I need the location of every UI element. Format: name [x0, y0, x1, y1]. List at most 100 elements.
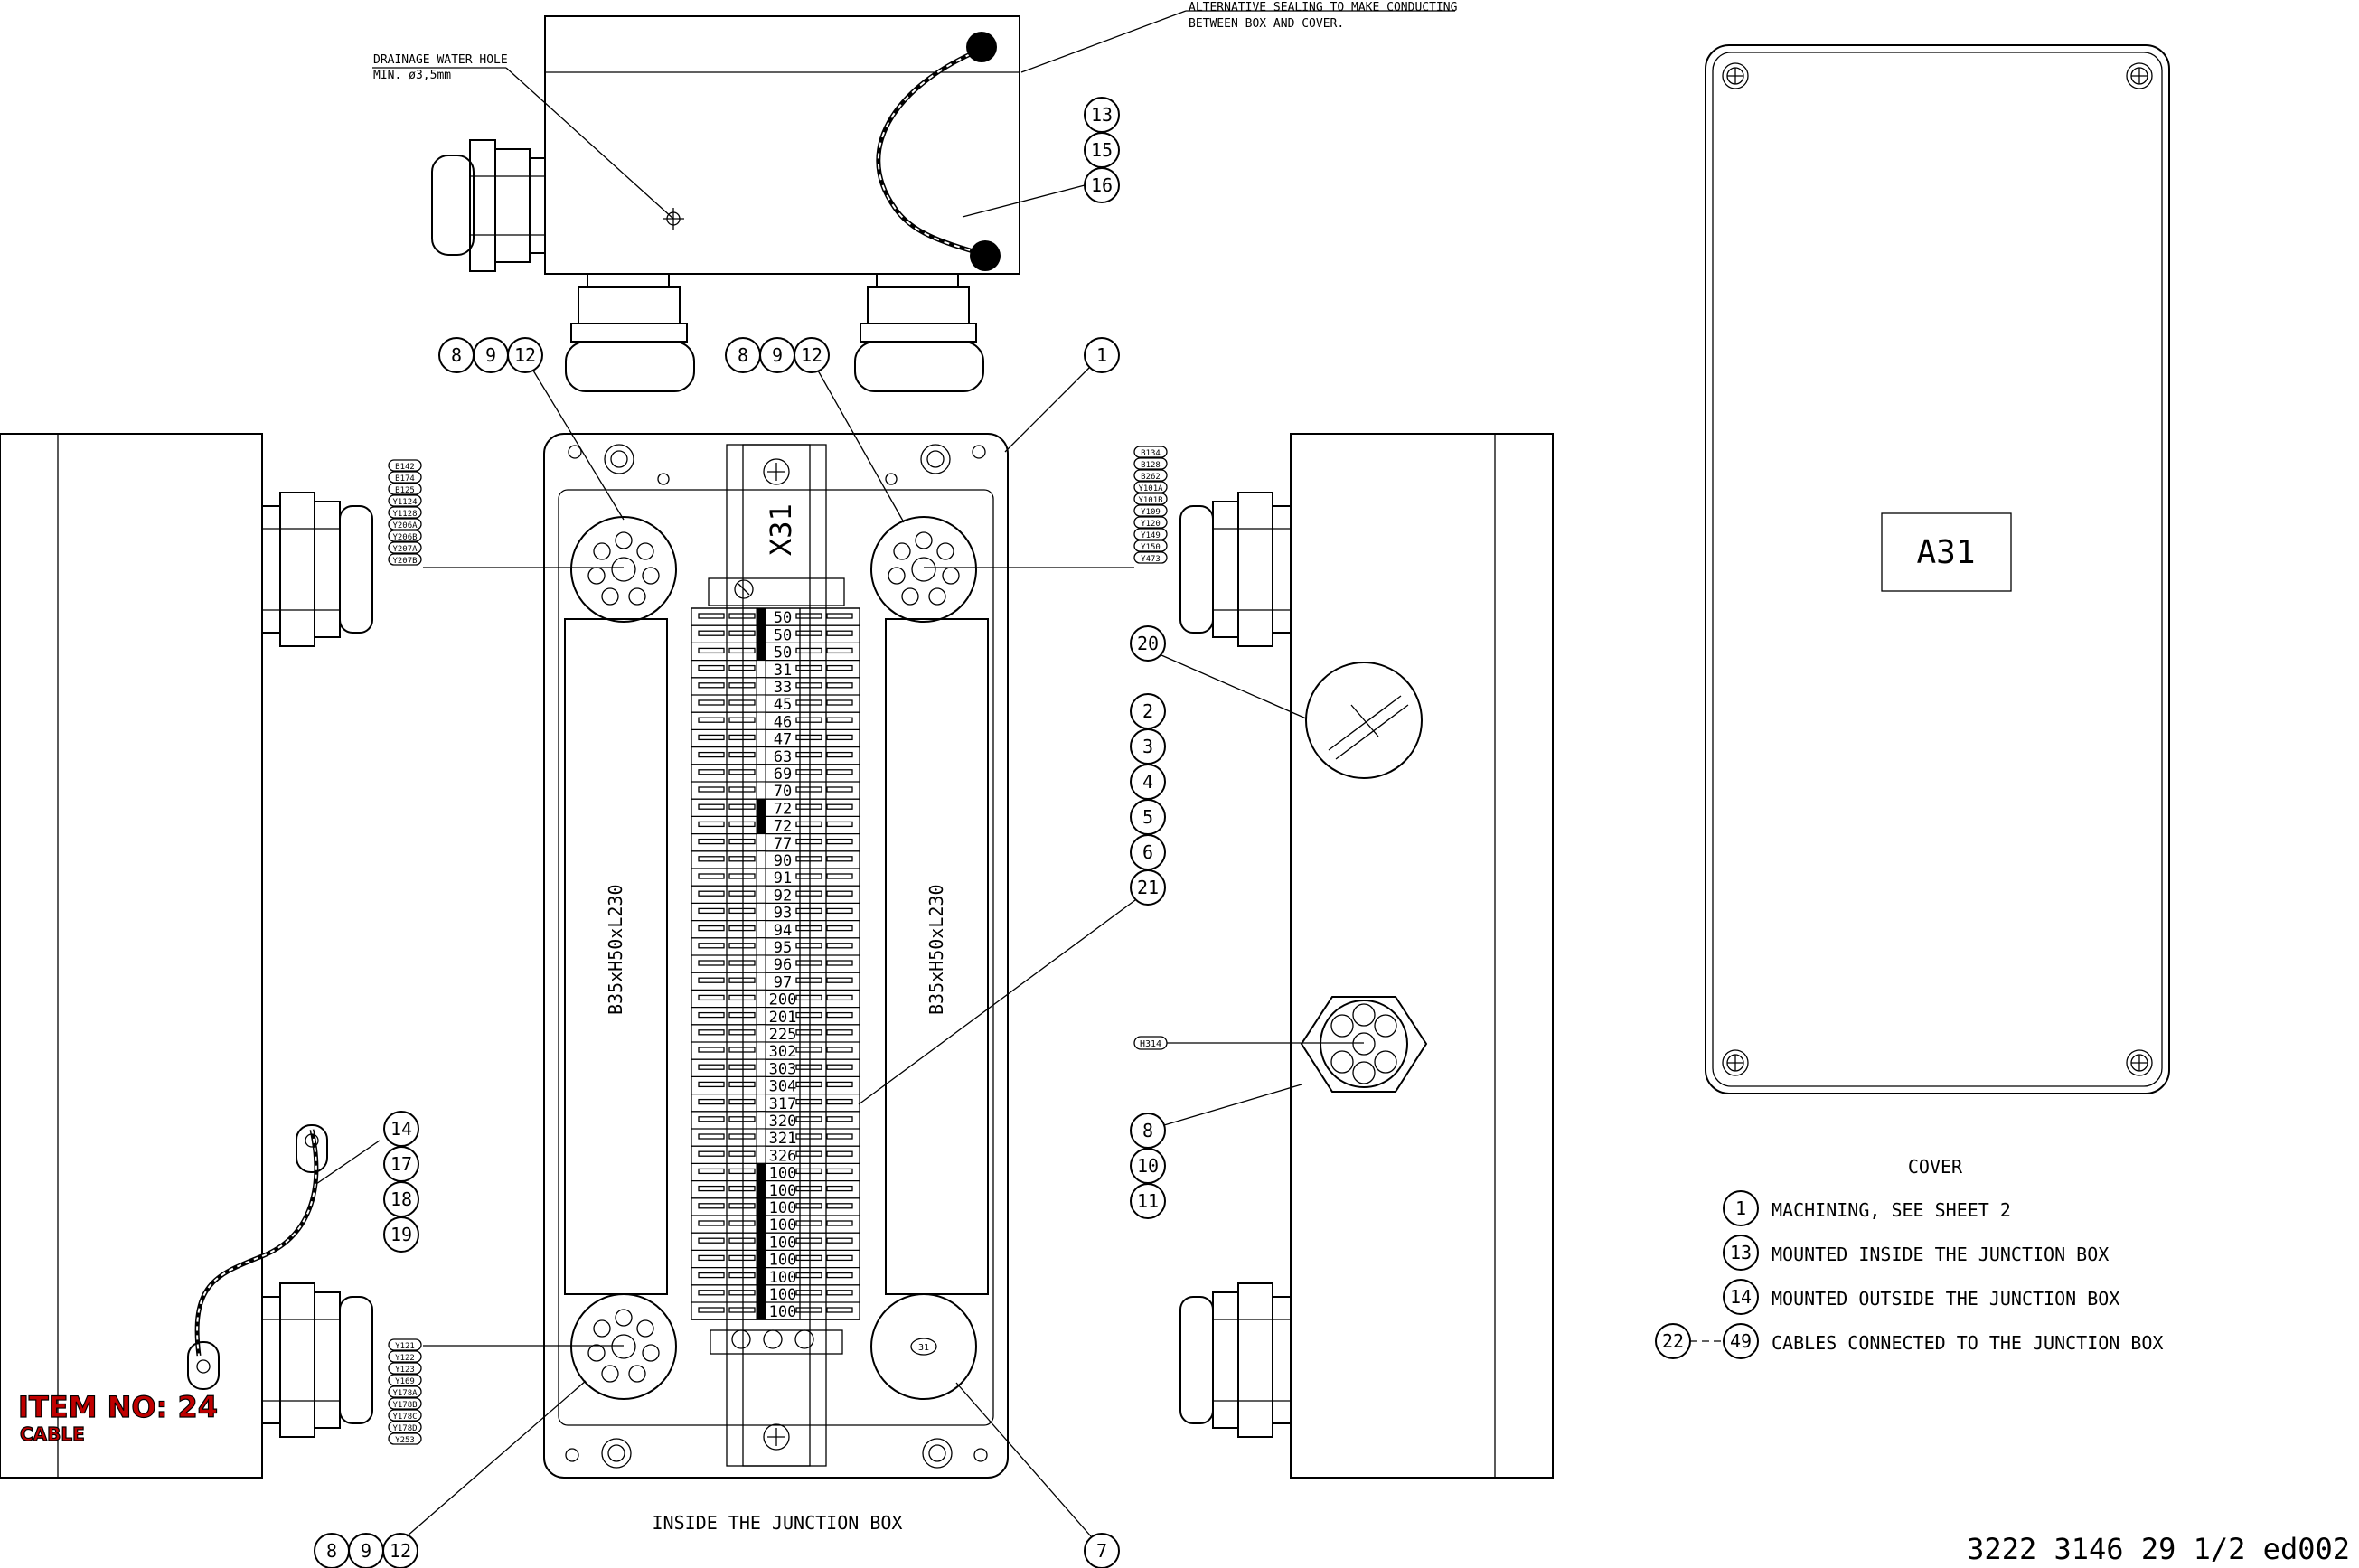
terminal-number: 70 [774, 783, 792, 801]
cable-tag-text: Y207A [392, 545, 418, 554]
cable-tag: Y149 [1133, 528, 1168, 540]
terminal-number: 50 [774, 609, 792, 627]
terminal-number: 100 [769, 1286, 797, 1304]
terminal-row: 100 [691, 1301, 860, 1321]
cable-tag-text: Y122 [395, 1354, 415, 1363]
cable-tag-text: Y178B [392, 1401, 417, 1410]
cable-tag: B262 [1133, 469, 1168, 482]
terminal-row: 225 [691, 1024, 860, 1044]
cover-view: A31 [1705, 44, 2170, 1094]
terminal-number: 96 [774, 956, 792, 974]
terminal-row: 31 [691, 659, 860, 680]
cable-tag: Y120 [1133, 516, 1168, 529]
svg-text:20: 20 [1137, 633, 1159, 654]
document-number: 3222 3146 29 1/2 ed002 [1967, 1532, 2350, 1566]
terminal-row: 304 [691, 1075, 860, 1096]
cable-duct-left: B35xH50xL230 [564, 618, 668, 1295]
drainage-note-line1: DRAINAGE WATER HOLE [373, 53, 508, 67]
svg-text:3: 3 [1142, 736, 1153, 757]
terminal-number: 33 [774, 679, 792, 697]
legend-row-13-num: 13 [1730, 1242, 1752, 1263]
cover-screw-bl [1722, 1049, 1749, 1076]
cable-tag: Y178A [388, 1385, 422, 1398]
terminal-number: 90 [774, 852, 792, 870]
balloon-7: 7 [1084, 1533, 1120, 1568]
terminal-number: 100 [769, 1252, 797, 1270]
terminal-row: 100 [691, 1266, 860, 1287]
terminal-number: 92 [774, 887, 792, 905]
terminal-number: 100 [769, 1165, 797, 1183]
terminal-strip: 5050503133454647636970727277909192939495… [691, 607, 860, 1321]
cable-tag: B128 [1133, 457, 1168, 470]
cable-tag: Y253 [388, 1432, 422, 1445]
terminal-row: 72 [691, 815, 860, 836]
legend-row-1: 1 MACHINING, SEE SHEET 2 [1723, 1190, 2011, 1226]
legend-row-14: 14 MOUNTED OUTSIDE THE JUNCTION BOX [1723, 1279, 2119, 1315]
cover-screw-tl [1722, 62, 1749, 89]
svg-text:8: 8 [451, 344, 462, 366]
cable-tag: Y169 [388, 1374, 422, 1386]
cable-tag: Y101A [1133, 481, 1168, 493]
cable-tag-text: Y206B [392, 533, 417, 542]
terminal-row: 94 [691, 919, 860, 940]
cable-tag-text: Y1128 [392, 510, 417, 519]
terminal-row: 90 [691, 850, 860, 870]
terminal-row: 72 [691, 798, 860, 818]
cable-tag-text: Y121 [395, 1342, 415, 1351]
terminal-number: 303 [769, 1060, 797, 1078]
cable-duct-left-label: B35xH50xL230 [605, 885, 626, 1016]
svg-text:9: 9 [361, 1540, 371, 1562]
left-view-gland-top [261, 492, 373, 647]
front-inside-view: X31 B35xH50xL230 B35xH50xL230 5050503133… [314, 337, 1166, 1568]
legend-range-from: 22 [1662, 1330, 1684, 1352]
cable-tag: Y1128 [388, 506, 422, 519]
terminal-row: 77 [691, 832, 860, 853]
terminal-number: 45 [774, 696, 792, 714]
left-view-gland-bottom [261, 1282, 373, 1438]
svg-text:H314: H314 [1140, 1039, 1161, 1049]
balloon-group-bottom-left: 8 9 12 [314, 1533, 418, 1568]
terminal-row: 302 [691, 1041, 860, 1061]
legend: COVER 1 MACHINING, SEE SHEET 2 13 MOUNTE… [1655, 1156, 2163, 1359]
cable-tag: Y123 [388, 1362, 422, 1375]
cable-tag: Y178C [388, 1409, 422, 1422]
cable-tag-text: B262 [1141, 473, 1161, 482]
svg-text:18: 18 [390, 1188, 412, 1210]
balloon-group-top-middle: 8 9 12 [725, 337, 830, 373]
cable-tag-text: Y101A [1138, 484, 1163, 493]
terminal-row: 70 [691, 781, 860, 801]
balloon-3: 3 [1130, 728, 1166, 765]
balloon-13: 13 [1084, 97, 1120, 133]
legend-row-1-text: MACHINING, SEE SHEET 2 [1772, 1199, 2011, 1221]
cable-tag-text: Y178C [392, 1413, 417, 1422]
terminal-row: 100 [691, 1215, 860, 1235]
sealing-wire [876, 32, 1001, 271]
svg-text:19: 19 [390, 1224, 412, 1245]
terminal-block-tag: X31 [764, 503, 798, 556]
cable-tag-text: Y1124 [392, 498, 417, 507]
gland-front-bottom-left [570, 1293, 677, 1400]
cable-tag: B134 [1133, 446, 1168, 458]
terminal-row: 100 [691, 1197, 860, 1217]
balloon-16: 16 [1084, 167, 1120, 203]
svg-text:9: 9 [485, 344, 496, 366]
terminal-row: 47 [691, 728, 860, 749]
cable-tag-text: Y120 [1141, 520, 1161, 529]
terminal-row: 50 [691, 642, 860, 662]
terminal-row: 326 [691, 1145, 860, 1165]
balloon-group-top-left: 8 9 12 [438, 337, 543, 373]
cable-tag: B142 [388, 459, 422, 472]
terminal-number: 47 [774, 731, 792, 749]
balloon-20: 20 [1130, 625, 1166, 662]
cable-tag: Y206A [388, 518, 422, 530]
svg-text:6: 6 [1142, 841, 1153, 863]
terminal-number: 50 [774, 644, 792, 662]
cable-tag-text: B134 [1141, 449, 1161, 458]
svg-text:17: 17 [390, 1153, 412, 1175]
cable-tag-text: Y101B [1138, 496, 1162, 505]
gland-front-top-left [570, 516, 677, 623]
legend-range-to: 49 [1730, 1330, 1752, 1352]
balloon-8-right: 8 [1130, 1113, 1166, 1149]
svg-text:8: 8 [326, 1540, 337, 1562]
cable-tag-text: Y169 [395, 1377, 415, 1386]
